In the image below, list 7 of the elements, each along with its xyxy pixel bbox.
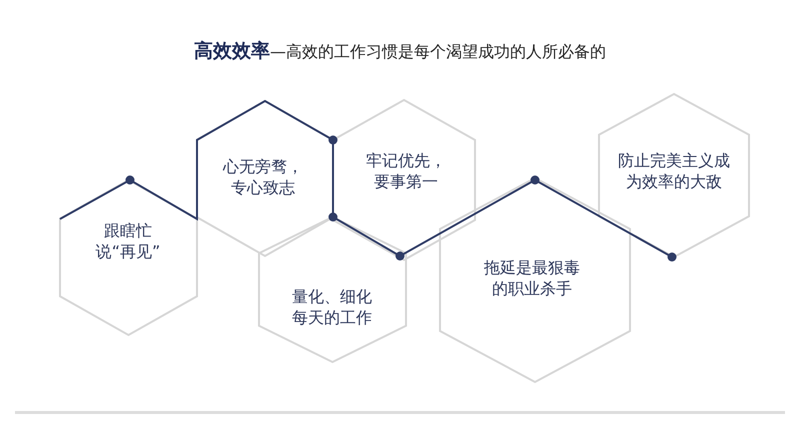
hexagon-label: 量化、细化每天的工作 — [292, 287, 372, 329]
hexagon-label: 牢记优先，要事第一 — [366, 151, 446, 193]
hexagon-label: 防止完美主义成为效率的大敌 — [618, 151, 730, 193]
hexagon-label: 拖延是最狠毒的职业杀手 — [484, 258, 580, 300]
title: 高效效率—高效的工作习惯是每个渴望成功的人所必备的 — [193, 39, 607, 64]
hexagon-label: 心无旁骛，专心致志 — [223, 157, 303, 199]
hexagon-label: 跟瞎忙说“再见” — [96, 221, 160, 263]
